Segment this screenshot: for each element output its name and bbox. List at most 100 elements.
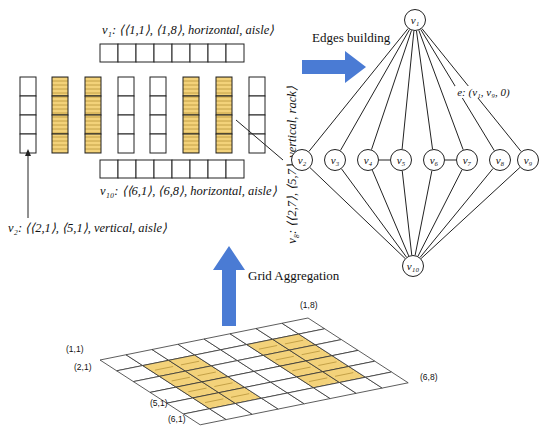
rack-shelf	[302, 351, 320, 355]
rack-cell	[183, 115, 199, 134]
graph-node: v₅	[390, 149, 412, 171]
aisle-cell	[100, 44, 118, 62]
rack-cell	[52, 134, 68, 153]
aisle-cell	[20, 115, 36, 134]
rack-shelf	[181, 361, 199, 365]
node-label: v₂	[298, 154, 307, 166]
graph-edge	[416, 31, 432, 149]
grid-coordinate: (6,1)	[168, 414, 185, 424]
aisle-cell	[226, 160, 244, 178]
aisle-cell	[249, 77, 265, 96]
aisle-cell	[249, 134, 265, 153]
rack-cell	[85, 77, 101, 96]
graph-node: v₉	[517, 149, 539, 171]
graph-edge	[421, 167, 520, 258]
node-label: v₅	[397, 154, 406, 166]
aisle-cell	[154, 44, 172, 62]
aisle-cell	[172, 44, 190, 62]
aisle-cell	[226, 44, 244, 62]
rack-cell	[52, 115, 68, 134]
edge-label: e: (v₁, v₉, 0)	[455, 86, 512, 98]
node-annotation: v₁₀: ⟨⟨6,1⟩, ⟨6,8⟩, horizontal, aisle⟩	[100, 183, 277, 199]
aisle-cell	[118, 96, 134, 115]
leader-line	[236, 120, 283, 160]
node-label: v₇	[463, 154, 472, 166]
aisle-cell	[118, 134, 134, 153]
rack-cell	[216, 115, 232, 134]
rack-cell	[216, 96, 232, 115]
isometric-grid	[100, 318, 408, 425]
rack-cell	[85, 115, 101, 134]
rack-shelf	[231, 394, 249, 398]
graph-edge	[342, 169, 407, 257]
aisle-cell	[136, 160, 154, 178]
rack-shelf	[155, 366, 173, 370]
graph-node: v₆	[423, 149, 445, 171]
node-label: v₈	[496, 154, 505, 166]
aisle-cell	[208, 160, 226, 178]
grid-coordinate: (2,1)	[74, 362, 91, 372]
aisle-cell	[154, 160, 172, 178]
process-arrow	[213, 246, 245, 326]
aisle-cell	[20, 77, 36, 96]
rack-cell	[52, 77, 68, 96]
rack-cell	[85, 134, 101, 153]
grid-coordinate: (1,8)	[300, 300, 317, 310]
graph-edge	[422, 29, 521, 152]
aisle-cell	[118, 115, 134, 134]
aisle-cell	[150, 77, 166, 96]
rack-cell	[216, 134, 232, 153]
aisle-cell	[150, 134, 166, 153]
rack-shelf	[172, 377, 190, 381]
graph-node: v₃	[324, 149, 346, 171]
graph-edge	[379, 160, 390, 161]
aisle-cell	[172, 160, 190, 178]
graph-node: v₈	[489, 149, 511, 171]
step-label: Grid Aggregation	[248, 268, 339, 284]
aisle-cell	[249, 115, 265, 134]
node-label: v₁	[411, 14, 420, 26]
graph-edge	[420, 169, 493, 258]
step-label: Edges building	[312, 30, 390, 46]
graph-edge	[415, 171, 432, 255]
aisle-cell	[118, 77, 134, 96]
graph-edge	[372, 30, 412, 149]
aisle-cell	[249, 96, 265, 115]
rack-cell	[183, 77, 199, 96]
process-arrow	[302, 51, 366, 83]
rack-shelf	[318, 362, 336, 366]
aisle-cell	[190, 160, 208, 178]
rack-shelf	[205, 399, 223, 403]
rack-cell	[183, 134, 199, 153]
rack-shelf	[188, 388, 206, 392]
aisle-cell	[190, 44, 208, 62]
floor-cell	[366, 372, 409, 388]
rack-shelf	[309, 378, 327, 382]
rack-shelf	[292, 367, 310, 371]
graph-node: v₁	[404, 9, 426, 31]
rack-shelf	[259, 345, 277, 349]
rack-cell	[216, 77, 232, 96]
grid-coordinate: (1,1)	[66, 344, 83, 354]
aisle-cell	[118, 44, 136, 62]
node-annotation: v₂: ⟨⟨2,1⟩, ⟨5,1⟩, vertical, aisle⟩	[8, 220, 167, 236]
rack-shelf	[276, 356, 294, 360]
graph-node: v₂	[291, 149, 313, 171]
leader-line	[28, 152, 29, 218]
aisle-cell	[100, 160, 118, 178]
grid-coordinate: (5,1)	[150, 398, 167, 408]
aisle-cell	[208, 44, 226, 62]
node-label: v₆	[430, 154, 439, 166]
graph-edge	[402, 31, 414, 149]
aisle-cell	[20, 96, 36, 115]
aisle-cell	[118, 160, 136, 178]
node-label: v₄	[364, 154, 373, 166]
aisle-cell	[136, 44, 154, 62]
node-label: v₃	[331, 154, 340, 166]
leader-arrowhead	[25, 149, 31, 156]
graph-edge	[340, 30, 409, 151]
graph-edge	[418, 170, 462, 256]
aisle-cell	[150, 96, 166, 115]
graph-edge	[309, 29, 408, 152]
rack-shelf	[198, 372, 216, 376]
